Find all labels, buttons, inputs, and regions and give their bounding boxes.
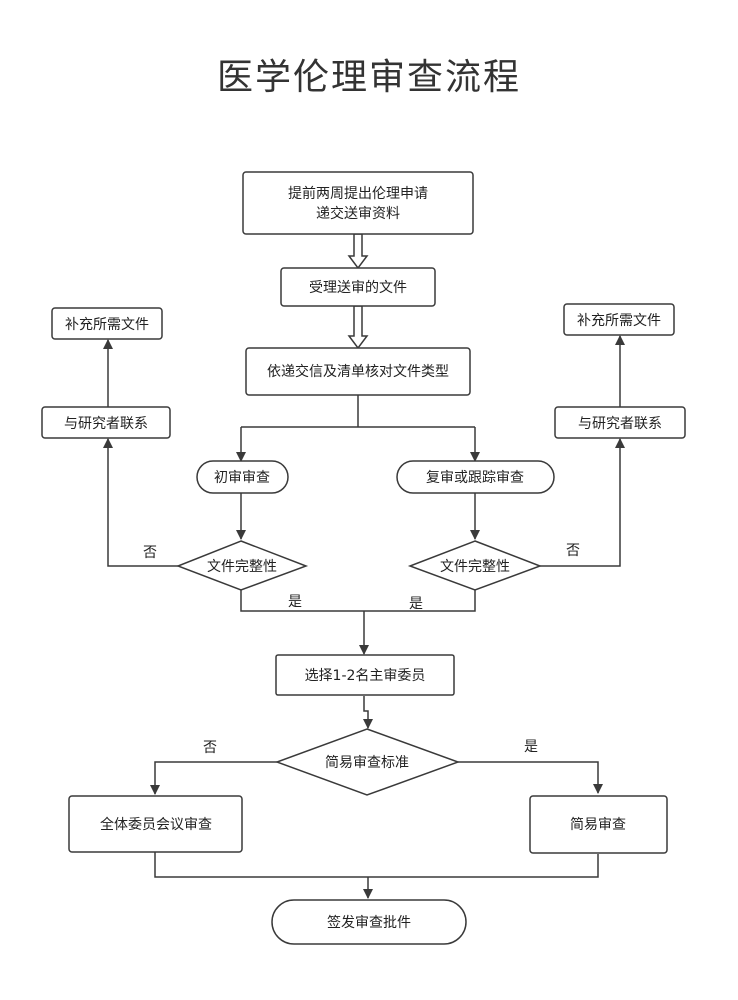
simple-review-box: [529, 795, 668, 854]
select-members-box: [275, 654, 455, 696]
initial-review-box: [196, 460, 289, 494]
connector-bottom-merge: [154, 852, 599, 878]
hollow-arrow-1: [347, 233, 369, 270]
label-no-right: 否: [566, 543, 580, 559]
connector-select-to-criteria: [363, 696, 373, 729]
simple-criteria-text: 简易审查标准: [325, 754, 409, 771]
completeness-left-text: 文件完整性: [207, 559, 277, 575]
initial-review-text: 初审审查: [214, 469, 270, 486]
supplement-files-left-box: [51, 307, 163, 340]
label-yes-bottom: 是: [524, 739, 538, 755]
supplement-files-left-text: 补充所需文件: [65, 317, 149, 333]
select-members-text: 选择1-2名主审委员: [305, 668, 426, 684]
connector-yes-merge: [240, 590, 476, 612]
connector-right-no: [540, 438, 625, 567]
completeness-right-text: 文件完整性: [440, 559, 510, 575]
connector-criteria-no: [150, 761, 277, 795]
label-yes-left: 是: [288, 594, 302, 610]
label-no-bottom: 否: [203, 740, 217, 756]
contact-researcher-right-text: 与研究者联系: [578, 416, 662, 432]
completeness-left-diamond: [175, 540, 309, 591]
simple-criteria-diamond: [274, 728, 461, 796]
connector-criteria-yes: [458, 761, 603, 794]
supplement-files-right-box: [563, 303, 675, 336]
connector-left-no: [103, 438, 178, 567]
completeness-right-diamond: [407, 540, 543, 591]
full-meeting-review-text: 全体委员会议审查: [100, 816, 212, 833]
issue-approval-text: 签发审查批件: [327, 914, 411, 931]
label-yes-right: 是: [409, 596, 423, 612]
re-review-box: [396, 460, 555, 494]
submit-line1-text: 提前两周提出伦理申请: [288, 185, 428, 202]
receive-files-text: 受理送审的文件: [309, 280, 407, 296]
submit-line2-text: 递交送审资料: [316, 205, 400, 222]
check-file-types-box: [245, 347, 471, 396]
check-file-types-text: 依递交信及清单核对文件类型: [267, 363, 449, 380]
issue-approval-box: [271, 899, 467, 945]
simple-review-text: 简易审查: [570, 816, 626, 833]
supplement-files-right-text: 补充所需文件: [577, 313, 661, 329]
submit-application-box: [242, 171, 474, 235]
contact-researcher-left-box: [41, 406, 171, 439]
receive-files-box: [280, 267, 436, 307]
re-review-text: 复审或跟踪审查: [426, 469, 524, 486]
hollow-arrow-2: [347, 305, 369, 350]
label-no-left: 否: [143, 545, 157, 561]
page-title: 医学伦理审查流程: [216, 57, 521, 98]
contact-researcher-left-text: 与研究者联系: [64, 416, 148, 432]
connector-split: [241, 395, 475, 428]
full-meeting-review-box: [68, 795, 243, 853]
contact-researcher-right-box: [554, 406, 686, 439]
